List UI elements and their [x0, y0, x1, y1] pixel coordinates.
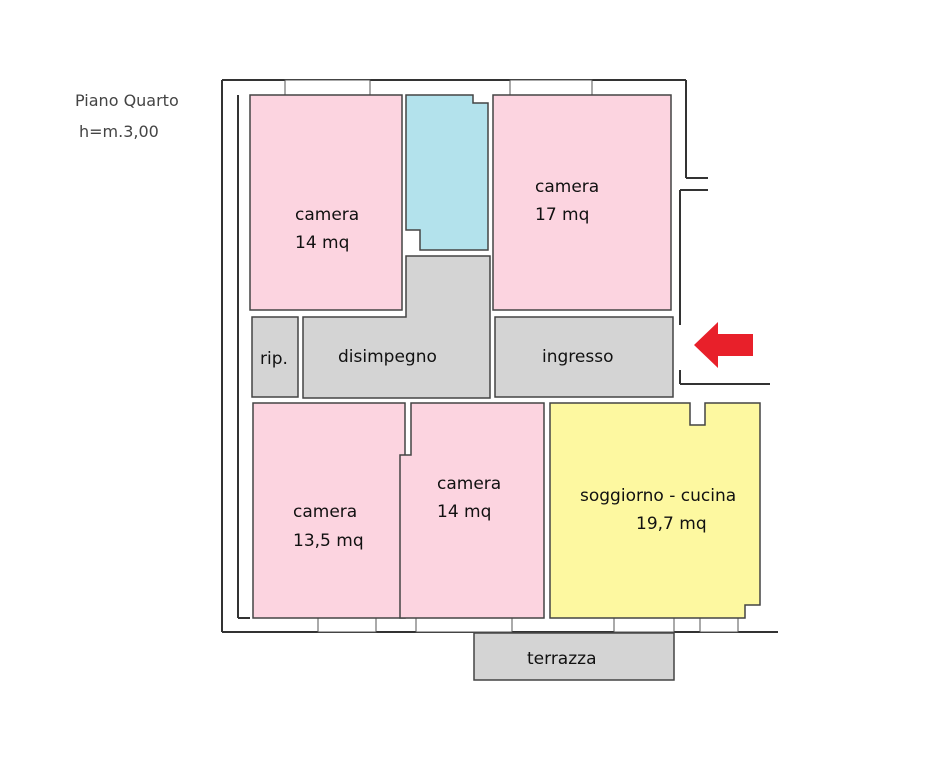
- room-camera-bottom-middle: [399, 402, 545, 619]
- outer-walls: [221, 79, 778, 633]
- disimpegno-label: disimpegno: [338, 347, 437, 367]
- room-bathroom: [405, 94, 489, 251]
- room-ripostiglio: [251, 316, 299, 398]
- camera-bm-area: 14 mq: [437, 502, 491, 522]
- camera-bl-label: camera: [293, 502, 357, 522]
- room-camera-bottom-left: [252, 402, 406, 619]
- top-windows: [284, 79, 593, 96]
- rip-label: rip.: [260, 349, 288, 369]
- room-disimpegno: [302, 255, 491, 399]
- camera-bm-label: camera: [437, 474, 501, 494]
- camera-bl-area: 13,5 mq: [293, 531, 364, 551]
- room-terrazza: [473, 632, 675, 681]
- ingresso-label: ingresso: [542, 347, 613, 367]
- floor-height: h=m.3,00: [79, 122, 159, 141]
- bottom-windows: [317, 617, 739, 633]
- room-soggiorno-cucina: [549, 402, 761, 619]
- room-ingresso: [494, 316, 674, 398]
- camera-tl-area: 14 mq: [295, 233, 349, 253]
- room-camera-top-left: [249, 94, 403, 311]
- room-camera-top-right: [492, 94, 672, 311]
- floor-title: Piano Quarto: [75, 91, 179, 110]
- soggiorno-area: 19,7 mq: [636, 514, 707, 534]
- soggiorno-label: soggiorno - cucina: [580, 486, 736, 506]
- entry-arrow-icon: [694, 322, 753, 368]
- camera-tr-area: 17 mq: [535, 205, 589, 225]
- camera-tr-label: camera: [535, 177, 599, 197]
- camera-tl-label: camera: [295, 205, 359, 225]
- terrazza-label: terrazza: [527, 649, 597, 669]
